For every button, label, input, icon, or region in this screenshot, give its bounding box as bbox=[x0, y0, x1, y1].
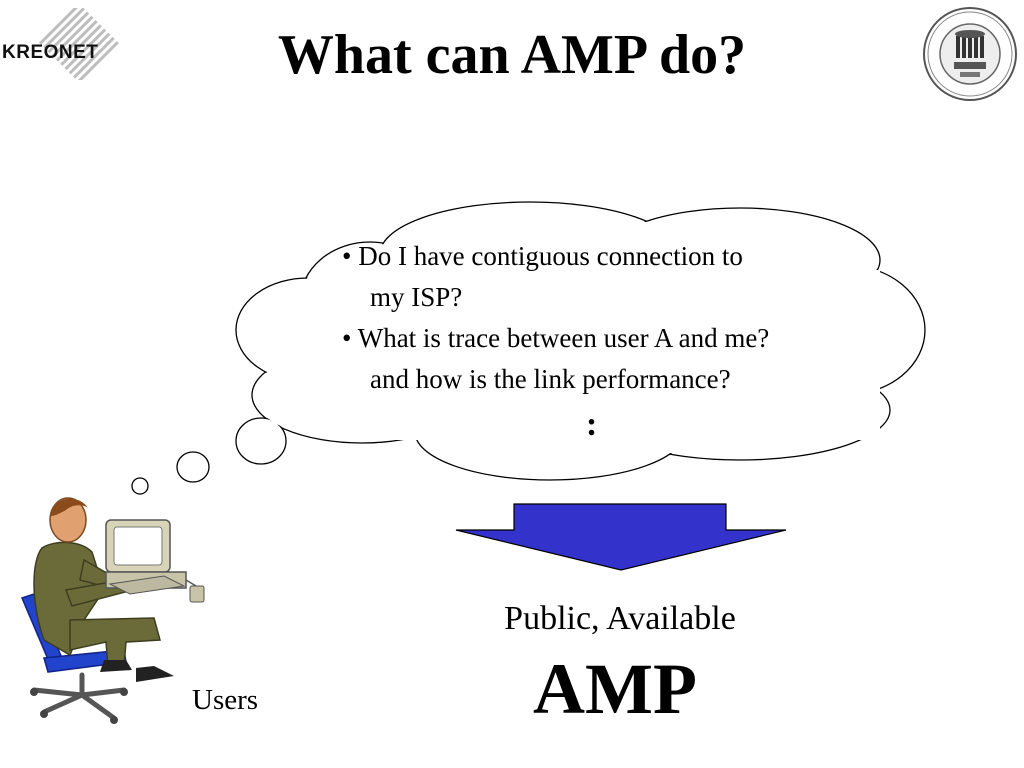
amp-label: AMP bbox=[533, 649, 697, 729]
user-at-computer-icon bbox=[20, 497, 205, 724]
logo-text: KREONET bbox=[2, 42, 99, 63]
supercomputing-center-seal-icon bbox=[923, 7, 1017, 101]
bubble-line: my ISP? bbox=[370, 282, 463, 312]
thought-bubble-text: • Do I have contiguous connection to my … bbox=[342, 236, 902, 400]
page-title: What can AMP do? bbox=[277, 24, 747, 86]
kreonet-logo: KREONET bbox=[0, 2, 140, 83]
bubble-line: • Do I have contiguous connection to bbox=[342, 241, 743, 271]
bubble-line: • What is trace between user A and me? bbox=[342, 323, 770, 353]
kreonet-logo-icon bbox=[38, 2, 119, 83]
down-arrow-icon bbox=[455, 503, 787, 571]
public-available-label: Public, Available bbox=[504, 600, 736, 637]
users-label: Users bbox=[192, 684, 259, 716]
bubble-ellipsis: : bbox=[586, 406, 598, 443]
thought-bubble bbox=[131, 201, 926, 495]
bubble-line: and how is the link performance? bbox=[370, 364, 731, 394]
